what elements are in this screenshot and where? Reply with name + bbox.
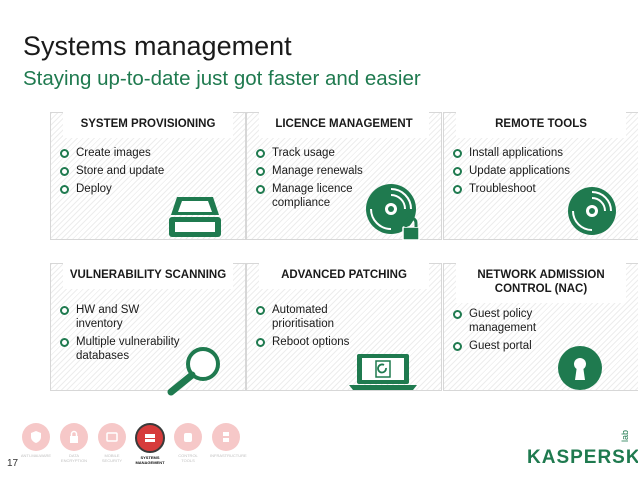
hand-icon	[184, 433, 192, 442]
nav-label: ANTI-MALWARE	[20, 453, 52, 458]
nav-item-data-encryption[interactable]: DATA ENCRYPTION	[58, 423, 90, 463]
list-item: Store and update	[60, 164, 180, 178]
nav-label: CONTROL TOOLS	[178, 453, 198, 463]
card-list: Install applications Update applications…	[453, 146, 573, 200]
card-licence-management: LICENCE MANAGEMENT Track usage Manage re…	[246, 110, 442, 241]
locked-disc-icon	[366, 184, 420, 241]
nav-label: DATA ENCRYPTION	[60, 453, 88, 463]
card-heading: NETWORK ADMISSION CONTROL (NAC)	[456, 261, 626, 303]
list-item: Deploy	[60, 182, 180, 196]
card-advanced-patching: ADVANCED PATCHING Automated prioritisati…	[246, 261, 442, 391]
list-item: Manage renewals	[256, 164, 376, 178]
card-list: Create images Store and update Deploy	[60, 146, 180, 200]
card-list: Automated prioritisation Reboot options	[256, 303, 376, 353]
card-network-admission-control: NETWORK ADMISSION CONTROL (NAC) Guest po…	[443, 261, 638, 391]
keyhole-icon	[558, 346, 602, 390]
nav-item-control-tools[interactable]: CONTROL TOOLS	[172, 423, 204, 463]
nav-label: MOBILE SECURITY	[101, 453, 123, 463]
list-item: Guest portal	[453, 339, 573, 353]
shield-icon	[31, 431, 41, 443]
list-item: HW and SW inventory	[60, 303, 180, 331]
nav-item-anti-malware[interactable]: ANTI-MALWARE	[20, 423, 52, 458]
nav-item-mobile-security[interactable]: MOBILE SECURITY	[96, 423, 128, 463]
nav-item-systems-management[interactable]: SYSTEMS MANAGEMENT	[134, 423, 166, 465]
card-list: Track usage Manage renewals Manage licen…	[256, 146, 376, 214]
scanner-icon	[169, 197, 221, 237]
list-item: Automated prioritisation	[256, 303, 376, 331]
nav-label: SYSTEMS MANAGEMENT	[135, 455, 165, 465]
card-heading: REMOTE TOOLS	[456, 110, 626, 138]
systems-icon	[145, 434, 155, 442]
card-vulnerability-scanning: VULNERABILITY SCANNING HW and SW invento…	[50, 261, 246, 396]
nav-label: INFRASTRUCTURE	[210, 453, 247, 458]
page-number: 17	[7, 458, 19, 469]
list-item: Update applications	[453, 164, 573, 178]
card-list: HW and SW inventory Multiple vulnerabili…	[60, 303, 180, 367]
kaspersky-logo: KASPERSKY	[527, 447, 638, 468]
list-item: Manage licence compliance	[256, 182, 376, 210]
list-item: Guest policy management	[453, 307, 573, 335]
list-item: Install applications	[453, 146, 573, 160]
card-heading: LICENCE MANAGEMENT	[259, 110, 429, 138]
list-item: Troubleshoot	[453, 182, 573, 196]
magnifier-icon	[167, 347, 220, 396]
card-heading: SYSTEM PROVISIONING	[63, 110, 233, 138]
slide-title: Systems management	[23, 31, 292, 61]
list-item: Track usage	[256, 146, 376, 160]
nav-item-infrastructure[interactable]: INFRASTRUCTURE	[210, 423, 247, 458]
laptop-update-icon	[349, 354, 417, 390]
kaspersky-logo-suffix: lab	[620, 429, 630, 442]
card-list: Guest policy management Guest portal	[453, 307, 573, 357]
lock-icon	[70, 430, 78, 443]
list-item: Create images	[60, 146, 180, 160]
mobile-icon	[106, 432, 118, 442]
list-item: Reboot options	[256, 335, 376, 349]
card-heading: ADVANCED PATCHING	[259, 261, 429, 289]
card-heading: VULNERABILITY SCANNING	[63, 261, 233, 289]
slide-subtitle: Staying up-to-date just got faster and e…	[23, 67, 421, 90]
list-item: Multiple vulnerability databases	[60, 335, 180, 363]
card-remote-tools: REMOTE TOOLS Install applications Update…	[443, 110, 638, 240]
section-nav: ANTI-MALWARE DATA ENCRYPTION MOBILE SECU…	[20, 423, 280, 471]
server-icon	[223, 432, 229, 442]
card-system-provisioning: SYSTEM PROVISIONING Create images Store …	[50, 110, 246, 240]
disc-icon	[568, 187, 616, 235]
